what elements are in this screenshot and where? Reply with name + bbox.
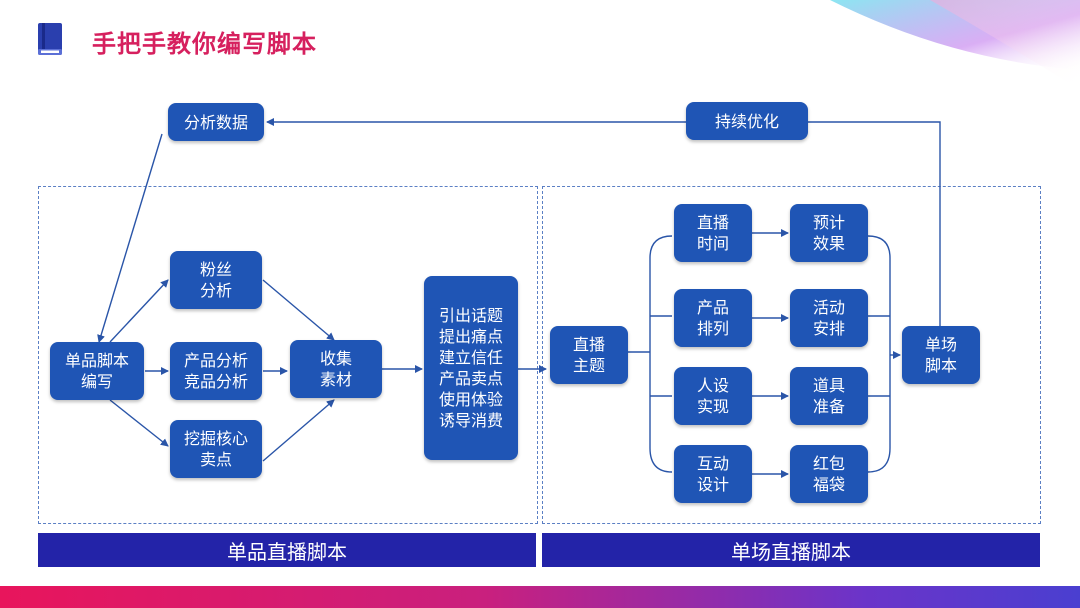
single-product-script-node: 单品脚本 编写 <box>50 342 144 400</box>
analysis-data-node: 分析数据 <box>168 103 264 141</box>
single-session-section <box>542 186 1041 524</box>
expected-effect-node: 预计 效果 <box>790 204 868 262</box>
session-script-node: 单场 脚本 <box>902 326 980 384</box>
fans-analysis-node: 粉丝 分析 <box>170 251 262 309</box>
collect-material-node: 收集 素材 <box>290 340 382 398</box>
single-product-band: 单品直播脚本 <box>38 533 536 567</box>
single-session-band: 单场直播脚本 <box>542 533 1040 567</box>
corner-decoration <box>830 0 1080 90</box>
red-packet-node: 红包 福袋 <box>790 445 868 503</box>
product-order-node: 产品 排列 <box>674 289 752 347</box>
single-product-section <box>38 186 538 524</box>
persona-node: 人设 实现 <box>674 367 752 425</box>
props-node: 道具 准备 <box>790 367 868 425</box>
continuous-optimization-node: 持续优化 <box>686 102 808 140</box>
dig-selling-points-node: 挖掘核心 卖点 <box>170 420 262 478</box>
live-time-node: 直播 时间 <box>674 204 752 262</box>
page-title: 手把手教你编写脚本 <box>92 30 317 58</box>
live-theme-node: 直播 主题 <box>550 326 628 384</box>
script-flow-node: 引出话题 提出痛点 建立信任 产品卖点 使用体验 诱导消费 <box>424 276 518 460</box>
product-competitor-analysis-node: 产品分析 竞品分析 <box>170 342 262 400</box>
bottom-gradient-bar <box>0 586 1080 608</box>
interaction-design-node: 互动 设计 <box>674 445 752 503</box>
activity-plan-node: 活动 安排 <box>790 289 868 347</box>
book-icon <box>38 23 62 55</box>
